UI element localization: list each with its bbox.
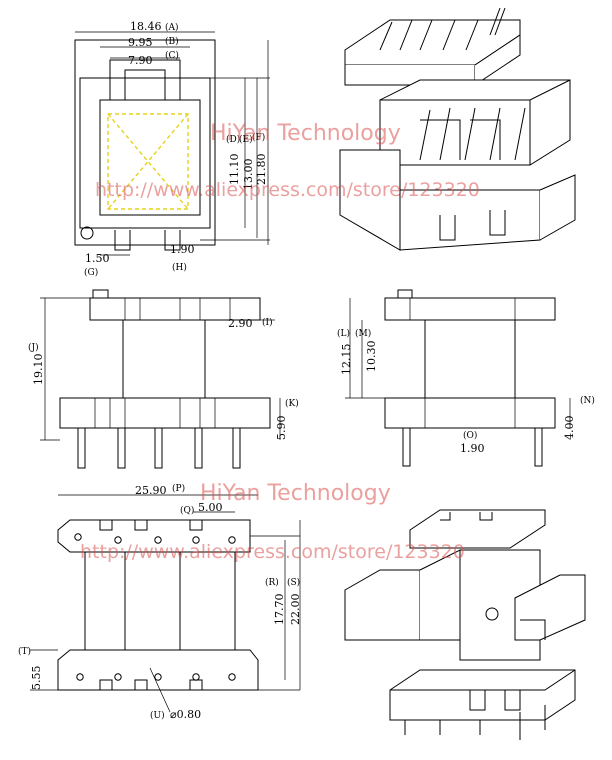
dim-r-label: (R): [265, 577, 279, 588]
top-view: 18.46 (A) 9.95 (B) 7.90 (C) (D) 11.10 (E…: [74, 20, 270, 278]
dim-t-label: (T): [18, 646, 31, 657]
dim-q-value: 5.00: [198, 501, 223, 514]
dim-r-value: 17.70: [273, 594, 286, 626]
dim-k-value: 5.90: [275, 416, 288, 441]
dim-f-value: 21.80: [255, 154, 268, 186]
dim-g-label: (G): [84, 267, 98, 278]
side-view: (L) 12.15 (M) 10.30 (N) 4.00 (O) 1.90: [337, 289, 595, 467]
dim-m-label: (M): [355, 328, 371, 339]
dim-q-label: (Q): [180, 505, 194, 516]
dim-j-value: 19.10: [32, 354, 45, 386]
front-view: 2.90 (I) (J) 19.10 (K) 5.90: [28, 289, 299, 469]
dim-d-value: 11.10: [228, 154, 241, 186]
dim-i-value: 2.90: [228, 317, 253, 330]
dim-d-label: (D): [226, 134, 240, 145]
isometric-view-lower: [344, 509, 586, 740]
dim-k-label: (K): [285, 398, 299, 409]
dim-n-value: 4.00: [563, 416, 576, 441]
dim-a-label: (A): [165, 22, 179, 33]
dim-a-value: 18.46: [130, 20, 162, 33]
watermark-url-upper: http://www.aliexpress.com/store/123320: [95, 179, 480, 201]
dim-l-value: 12.15: [340, 344, 353, 376]
dim-i-label: (I): [262, 317, 273, 328]
dim-h-value: 1.90: [170, 243, 195, 256]
dim-h-label: (H): [172, 262, 187, 273]
dim-f-label: (F): [252, 132, 265, 143]
dim-s-value: 22.00: [289, 594, 302, 626]
watermark-brand-upper: HiYan Technology: [210, 121, 401, 146]
dim-e-label: (E): [239, 134, 253, 145]
dim-n-label: (N): [580, 395, 595, 406]
dim-p-label: (P): [172, 483, 185, 494]
dim-e-value: 13.00: [242, 159, 255, 191]
dim-b-label: (B): [165, 36, 179, 47]
dim-g-value: 1.50: [85, 252, 110, 265]
dim-u-label: (U): [150, 710, 165, 721]
dim-m-value: 10.30: [365, 341, 378, 373]
dim-c-value: 7.90: [128, 54, 153, 67]
watermark: HiYan Technology http://www.aliexpress.c…: [80, 121, 480, 563]
dim-b-value: 9.95: [128, 36, 153, 49]
watermark-url-lower: http://www.aliexpress.com/store/123320: [80, 541, 465, 563]
dim-l-label: (L): [337, 328, 350, 339]
dim-t-value: 5.55: [30, 666, 43, 691]
dim-p-value: 25.90: [135, 484, 167, 497]
dim-u-value: ⌀0.80: [170, 708, 201, 721]
dim-s-label: (S): [287, 577, 300, 588]
bottom-view: 25.90 (P) (Q) 5.00 (R) 17.70 (S) 22.00 (…: [18, 483, 302, 721]
isometric-view-upper: [339, 7, 576, 251]
dim-j-label: (J): [28, 342, 39, 353]
dim-o-label: (O): [463, 430, 477, 441]
dim-o-value: 1.90: [460, 442, 485, 455]
watermark-brand-lower: HiYan Technology: [200, 481, 391, 506]
dim-c-label: (C): [165, 50, 179, 61]
